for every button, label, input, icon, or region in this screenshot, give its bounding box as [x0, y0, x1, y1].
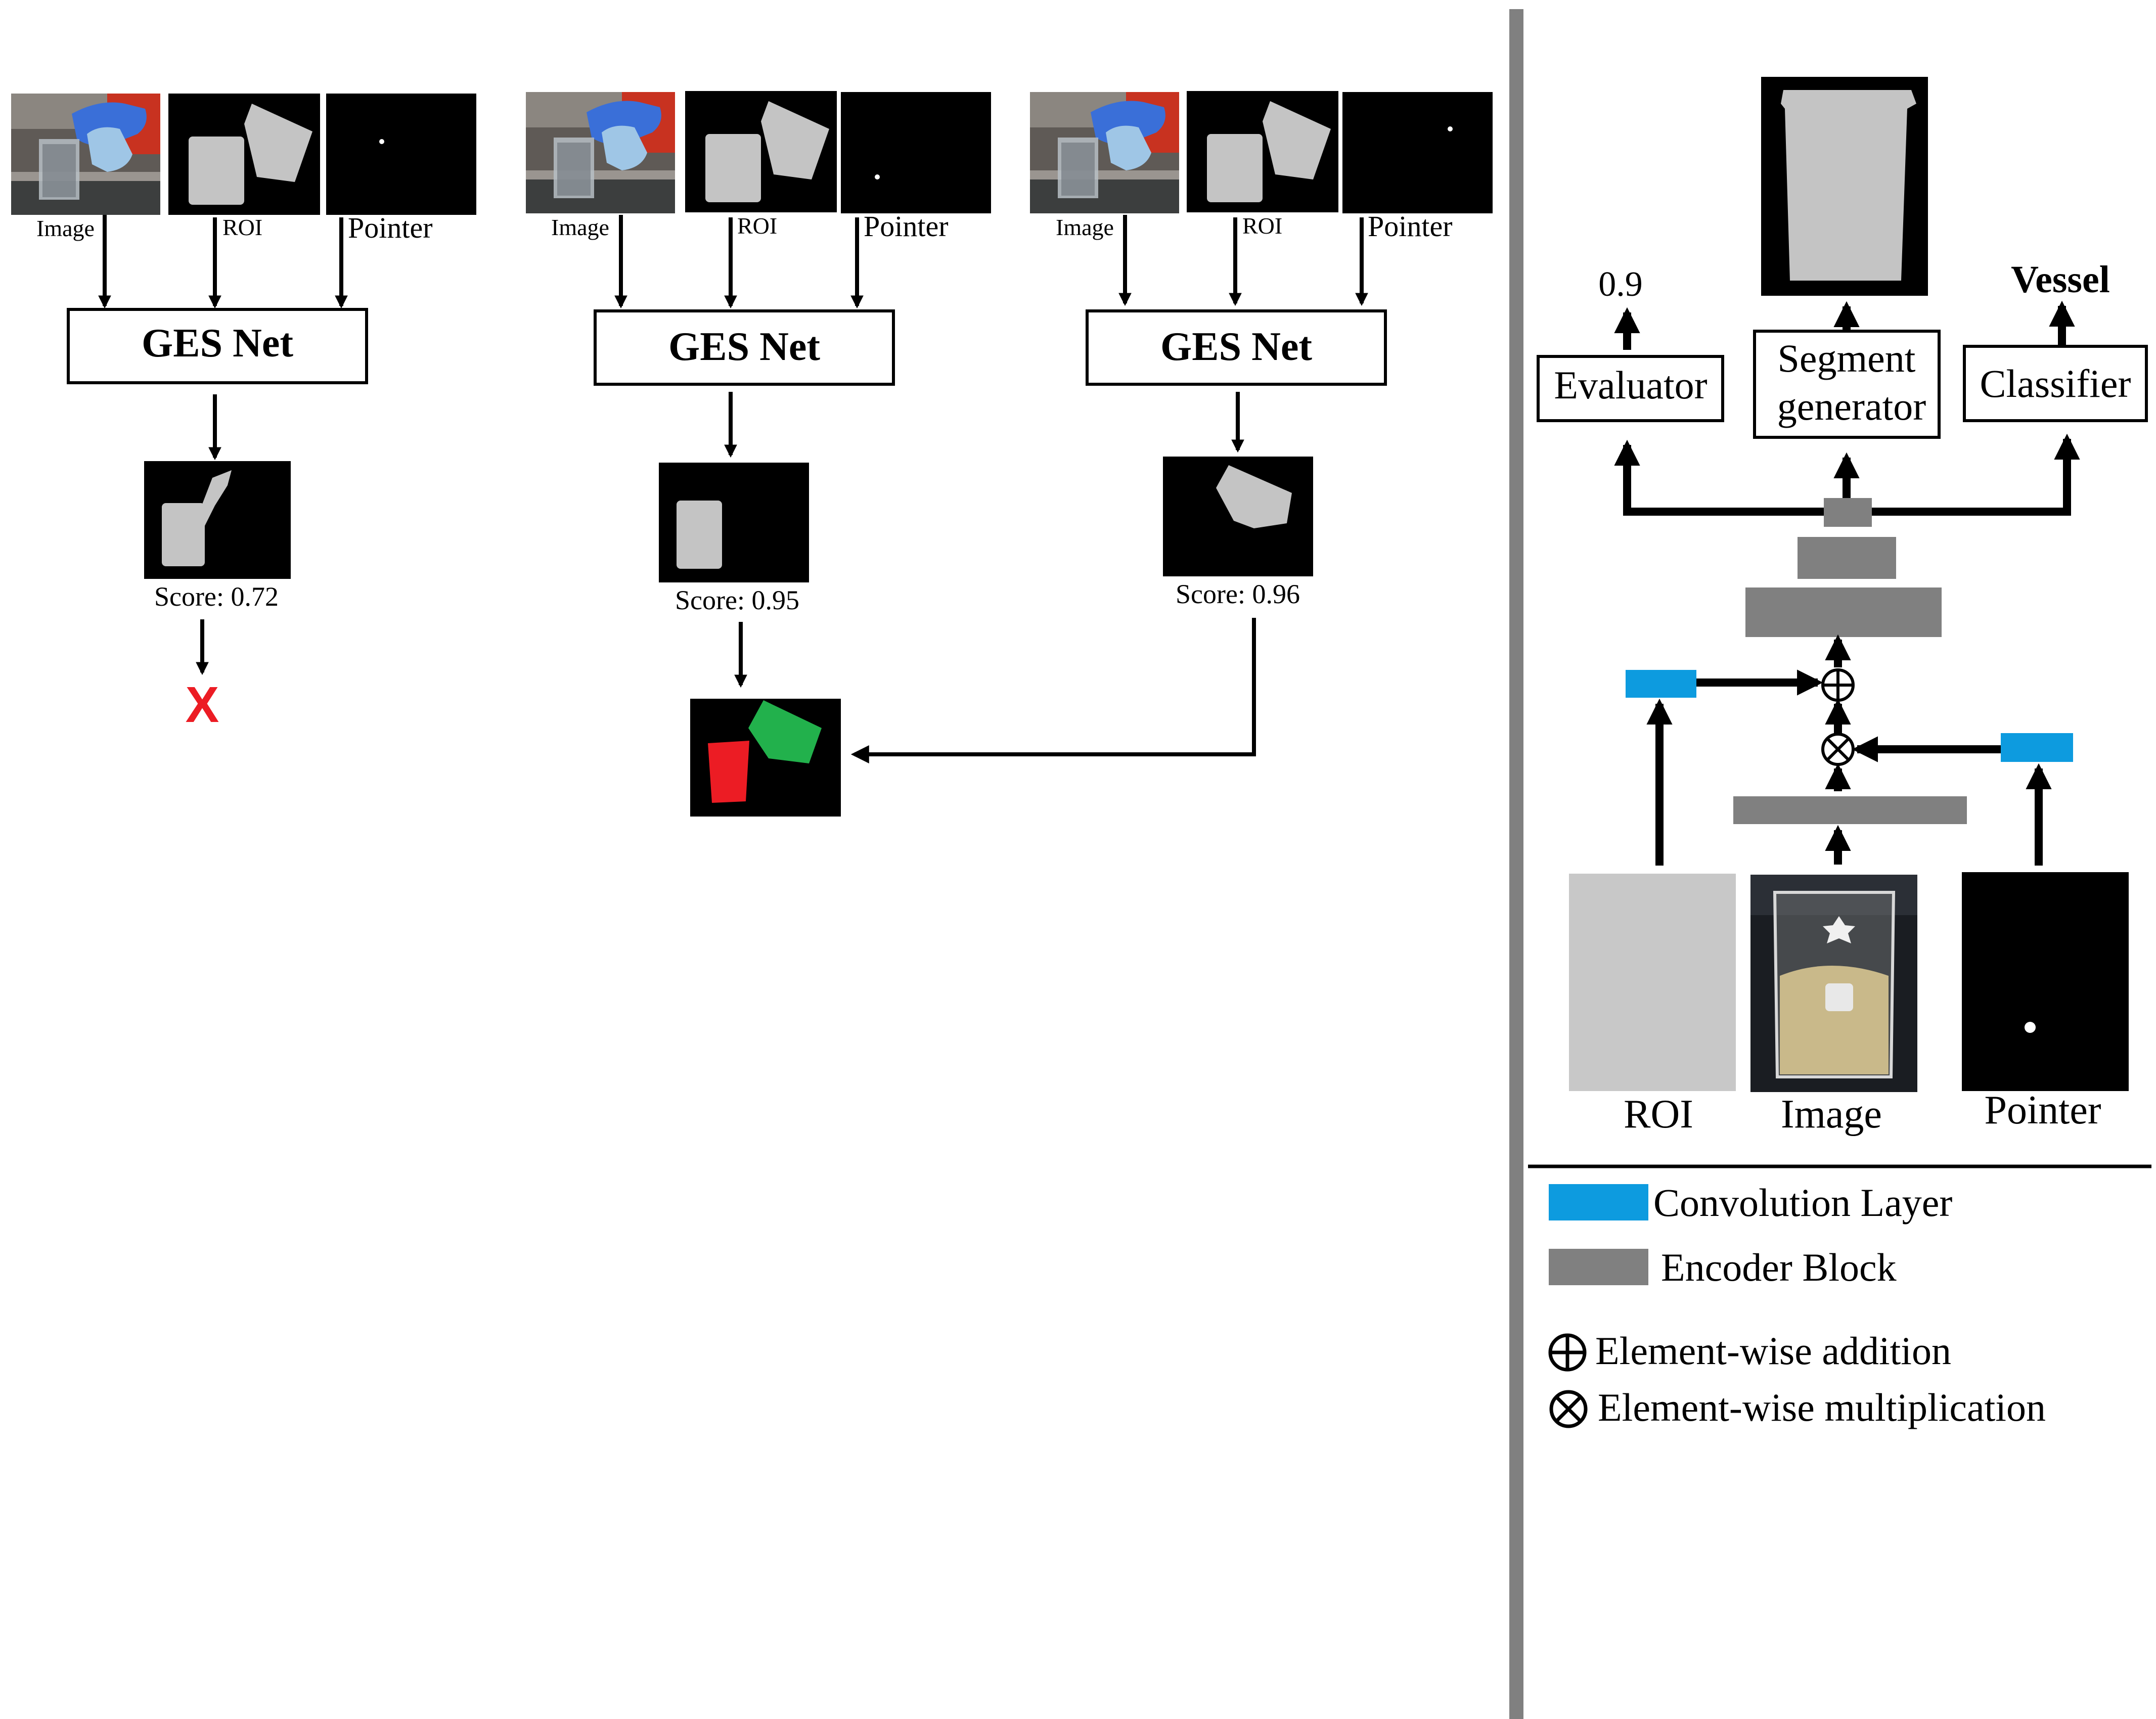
segment-generator-label-line1: Segment: [1778, 336, 1916, 380]
branch-1-pointer-label: Pointer: [348, 211, 433, 244]
encoder-block-4: [1824, 498, 1872, 527]
legend-multiplication-label: Element-wise multiplication: [1598, 1385, 2046, 1429]
segment-generator-box: [1753, 330, 1941, 439]
encoder-block-2: [1745, 587, 1942, 637]
branch-2-pointer-label: Pointer: [864, 210, 949, 243]
branch-1-roi-thumb: [168, 94, 320, 215]
evaluator-label: Evaluator: [1554, 363, 1707, 407]
classifier-output-value: Vessel: [2011, 258, 2110, 301]
image-input-label: Image: [1781, 1092, 1882, 1137]
branch-3: Image ROI Pointer GES Net Score: 0.96: [850, 91, 1493, 763]
pointer-input-label: Pointer: [1984, 1088, 2101, 1133]
legend-multiplication-icon: [1549, 1390, 1588, 1428]
branch-1: Image ROI Pointer GES Net Score: 0.72 X: [11, 94, 476, 733]
vertical-divider: [1509, 9, 1523, 1719]
segment-generator-label-line2: generator: [1777, 384, 1926, 428]
legend-addition-label: Element-wise addition: [1595, 1329, 1951, 1373]
branch-3-ges-net-box: [1086, 309, 1387, 386]
beaker-input-image: [1750, 875, 1917, 1092]
roi-input-label: ROI: [1624, 1092, 1693, 1137]
branch-1-ges-net-box: [67, 308, 368, 384]
branch-3-image-label: Image: [1056, 214, 1114, 240]
branch-2-pointer-thumb: [841, 92, 991, 213]
branch-3-pointer-thumb: [1342, 92, 1493, 213]
legend-addition-icon: [1548, 1333, 1587, 1372]
branch-3-image-thumb: [1030, 92, 1179, 213]
branch-1-roi-label: ROI: [222, 214, 262, 240]
branch-1-score: Score: 0.72: [154, 581, 279, 612]
legend-encoder-swatch: [1549, 1249, 1648, 1285]
classifier-label: Classifier: [1980, 361, 2131, 405]
branch-2-roi-thumb: [685, 91, 837, 212]
legend-encoder-label: Encoder Block: [1661, 1245, 1897, 1289]
branch-1-ges-net-label: GES Net: [142, 321, 293, 366]
branch-2-image-thumb: [526, 92, 675, 213]
roi-input-image: [1569, 874, 1736, 1091]
roi-conv-layer: [1626, 670, 1696, 698]
encoder-block-1: [1733, 796, 1967, 824]
evaluator-output-value: 0.9: [1598, 265, 1643, 304]
branch-2-ges-net-box: [594, 309, 895, 386]
reject-mark: X: [186, 676, 219, 733]
pointer-input-image: [1962, 872, 2129, 1091]
branch-2-ges-net-label: GES Net: [668, 325, 820, 369]
branch-3-roi-label: ROI: [1242, 213, 1282, 239]
legend-conv-swatch: [1549, 1184, 1648, 1220]
classifier-box: [1963, 345, 2148, 422]
branch-1-image-label: Image: [36, 215, 95, 241]
branch-2-image-label: Image: [551, 214, 609, 240]
branch-3-pointer-label: Pointer: [1368, 210, 1453, 243]
legend-conv-label: Convolution Layer: [1653, 1181, 1952, 1225]
branch-2: Image ROI Pointer GES Net Score: 0.95: [526, 91, 991, 817]
branch-2-score: Score: 0.95: [675, 585, 799, 615]
branch-3-score: Score: 0.96: [1176, 579, 1300, 609]
branch-1-pointer-thumb: [326, 94, 476, 215]
branch-3-ges-net-label: GES Net: [1160, 325, 1312, 369]
architecture-panel: 0.9 Vessel Evaluator Segment generator C…: [1528, 77, 2151, 1429]
pointer-conv-layer: [2001, 733, 2073, 762]
legend: Convolution Layer Encoder Block Element-…: [1548, 1181, 2046, 1429]
evaluator-box: [1537, 355, 1724, 422]
branch-1-image-thumb: [11, 94, 160, 215]
branch-3-roi-thumb: [1187, 91, 1338, 212]
encoder-block-3: [1798, 537, 1896, 579]
branch-2-roi-label: ROI: [737, 213, 777, 239]
